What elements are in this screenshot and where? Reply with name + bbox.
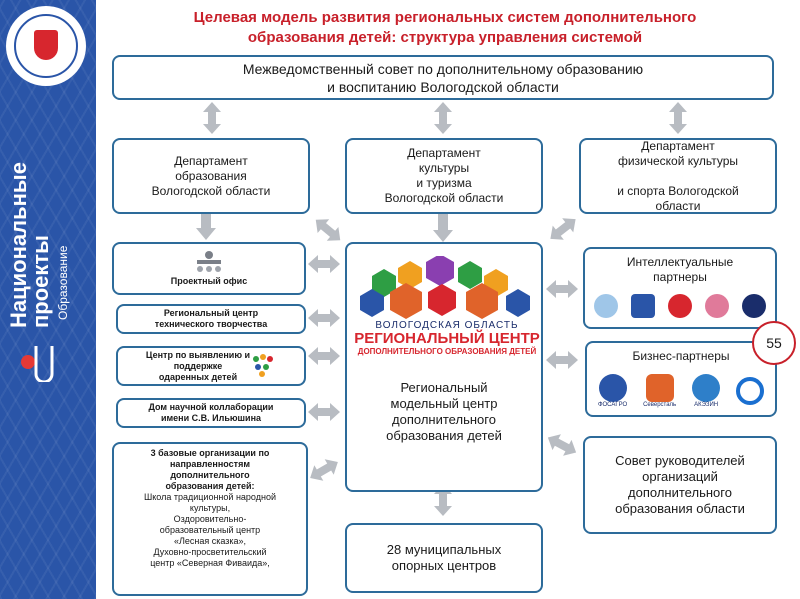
- gifted-children-center-box: Центр по выявлению и поддержке одаренных…: [116, 346, 306, 386]
- page-title-line-1: Целевая модель развития региональных сис…: [193, 9, 697, 26]
- arrow-business-partners: [546, 351, 578, 369]
- page-title-line-2: образования детей: структура управления …: [247, 29, 643, 46]
- project-office-label: Проектный офис: [170, 276, 248, 286]
- vologda-emblem-icon: [6, 6, 86, 86]
- sidebar-banner: Национальные проекты Образование: [0, 0, 96, 599]
- arrow-left-unit-3: [308, 347, 340, 365]
- science-logo-icon: [704, 294, 729, 318]
- phosagro-logo: ФОСАГРО: [598, 374, 627, 408]
- arrow-dept-to-project-office: [196, 212, 216, 240]
- severstal-logo: Северсталь: [643, 374, 676, 408]
- interdepartmental-council-box: Межведомственный совет по дополнительном…: [112, 55, 774, 100]
- arrow-left-unit-2: [308, 309, 340, 327]
- arrow-left-unit-1: [308, 255, 340, 273]
- regional-center-hexagon-logo: [360, 256, 530, 319]
- institute-logo-icon: [631, 294, 656, 318]
- business-partner-logos: ФОСАГРО Северсталь АКЭЗИН: [590, 370, 772, 412]
- council-of-heads-box: Совет руководителей организаций дополнит…: [583, 436, 777, 534]
- education-org-logo-icon: [667, 294, 692, 318]
- arrow-left-unit-4: [308, 403, 340, 421]
- dept-culture-box: Департамент культуры и туризма Вологодск…: [345, 138, 543, 214]
- national-projects-logo-icon: [21, 346, 54, 382]
- base-organizations-box: 3 базовые организации по направленностям…: [112, 442, 308, 596]
- university-logo-icon: [594, 294, 619, 318]
- regional-model-center-label: Региональный модельный центр дополнитель…: [386, 380, 502, 443]
- council-line-1: Межведомственный совет по дополнительном…: [242, 60, 644, 77]
- rostelecom-logo: [736, 377, 764, 405]
- arrow-council-dept-sport: [669, 102, 687, 134]
- gifted-children-center-label: Центр по выявлению и поддержке одаренных…: [145, 349, 251, 382]
- base-organizations-title: 3 базовые организации по направленностям…: [150, 448, 270, 491]
- regional-center-logo-text: ВОЛОГОДСКАЯ ОБЛАСТЬ РЕГИОНАЛЬНЫЙ ЦЕНТР Д…: [352, 320, 542, 356]
- logo-subtitle-text: ДОПОЛНИТЕЛЬНОГО ОБРАЗОВАНИЯ ДЕТЕЙ: [357, 347, 537, 356]
- intellectual-partner-logos: [588, 290, 772, 322]
- arrow-council-dept-culture: [434, 102, 452, 134]
- dept-sport-box: Департамент физической культуры и спорта…: [579, 138, 777, 214]
- project-office-box: Проектный офис: [112, 242, 306, 295]
- arrow-intellectual-partners: [546, 280, 578, 298]
- dept-education-box: Департамент образования Вологодской обла…: [112, 138, 310, 214]
- intellectual-partners-label: Интеллектуальные партнеры: [626, 255, 734, 284]
- arrow-council-dept-education: [203, 102, 221, 134]
- page-title: Целевая модель развития региональных сис…: [110, 8, 780, 48]
- logo-center-text: РЕГИОНАЛЬНЫЙ ЦЕНТР: [354, 330, 540, 347]
- akezin-logo: АКЭЗИН: [692, 374, 721, 408]
- arrow-culture-to-center: [433, 214, 453, 242]
- ilyushin-science-house-box: Дом научной коллаборации имени С.В. Илью…: [116, 398, 306, 428]
- arrow-base-orgs: [305, 454, 343, 486]
- logo-region-text: ВОЛОГОДСКАЯ ОБЛАСТЬ: [375, 320, 519, 331]
- project-office-icon: [197, 251, 221, 272]
- tech-creativity-center-box: Региональный центр технического творчест…: [116, 304, 306, 334]
- arrow-council-heads: [543, 429, 581, 461]
- page-number-badge: 55: [752, 321, 796, 365]
- gifted-center-logo-icon: [253, 354, 274, 377]
- business-partners-label: Бизнес-партнеры: [632, 349, 730, 363]
- council-line-2: и воспитанию Вологодской области: [327, 78, 559, 95]
- base-organizations-list: Школа традиционной народной культуры, Оз…: [144, 492, 276, 568]
- arrow-dept-education-center: [309, 212, 347, 248]
- municipal-centers-box: 28 муниципальных опорных центров: [345, 523, 543, 593]
- arrow-dept-sport-center: [544, 212, 582, 246]
- technopark-logo-icon: [741, 294, 766, 318]
